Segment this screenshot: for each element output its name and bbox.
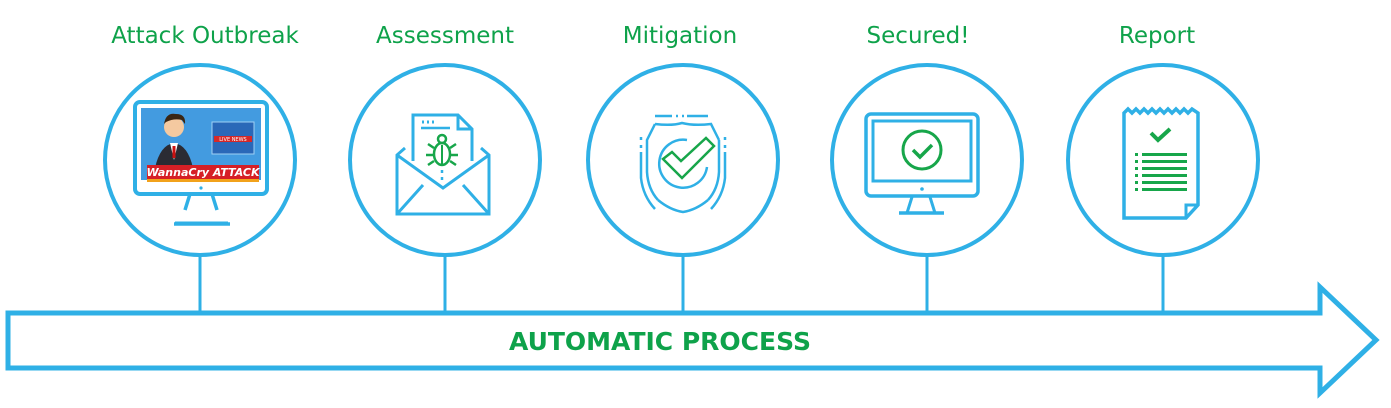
live-news-badge: LIVE NEWS [219, 137, 246, 143]
stage-label: Mitigation [623, 23, 737, 49]
arrow-label: AUTOMATIC PROCESS [509, 327, 811, 356]
stage-label: Assessment [376, 23, 514, 49]
news-monitor-icon: LIVE NEWS WannaCry ATTACK [133, 100, 269, 226]
stage-label: Report [1119, 23, 1195, 49]
connectors [198, 255, 1165, 312]
stage-circle [586, 63, 780, 257]
stage-circle [1066, 63, 1260, 257]
report-checklist-icon [1122, 106, 1200, 220]
stage-mitigation: Mitigation [586, 23, 780, 257]
stage-secured: Secured! [830, 23, 1024, 257]
stage-report: Report [1066, 23, 1260, 257]
stage-circle [103, 63, 297, 257]
monitor-check-icon [864, 112, 980, 215]
stage-assessment: Assessment [348, 23, 542, 257]
email-bug-icon [395, 113, 491, 216]
stage-circle [348, 63, 542, 257]
stage-attack-outbreak: Attack Outbreak LIVE NEWS WannaCry ATTAC… [103, 23, 299, 257]
stage-label: Attack Outbreak [111, 23, 299, 49]
stage-circle [830, 63, 1024, 257]
screen-caption: WannaCry ATTACK [146, 166, 261, 179]
process-arrow [5, 281, 1380, 399]
shield-check-icon [639, 114, 727, 214]
stage-label: Secured! [867, 23, 970, 49]
